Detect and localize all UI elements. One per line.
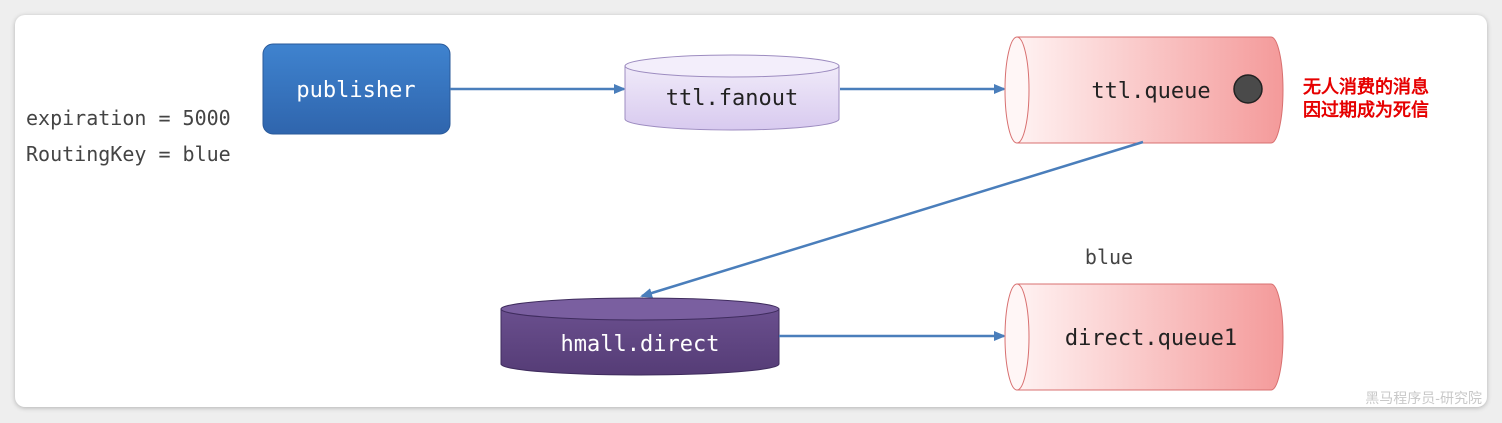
watermark: 黑马程序员-研究院 — [1365, 391, 1482, 407]
publisher-node[interactable]: publisher — [262, 43, 451, 135]
ttl-fanout-label: ttl.fanout — [666, 86, 798, 111]
direct-queue1[interactable]: direct.queue1 — [1004, 283, 1284, 391]
expiration-label: expiration = 5000 — [26, 106, 231, 130]
direct-queue1-label: direct.queue1 — [1065, 326, 1237, 351]
ttl-queue[interactable]: ttl.queue — [1004, 36, 1284, 144]
hmall-direct-label: hmall.direct — [561, 332, 720, 357]
ttl-fanout-exchange[interactable]: ttl.fanout — [624, 54, 840, 131]
message-dot — [1233, 74, 1263, 104]
publisher-label: publisher — [296, 78, 415, 103]
dead-letter-note-line1: 无人消费的消息 — [1303, 76, 1429, 98]
arrow-ttl-queue-to-direct — [640, 140, 1144, 298]
ttl-queue-label: ttl.queue — [1091, 79, 1210, 104]
routing-key-label: RoutingKey = blue — [26, 142, 231, 166]
dead-letter-note-line2: 因过期成为死信 — [1303, 99, 1429, 121]
binding-key-label: blue — [1085, 245, 1133, 269]
hmall-direct-exchange[interactable]: hmall.direct — [500, 297, 780, 376]
